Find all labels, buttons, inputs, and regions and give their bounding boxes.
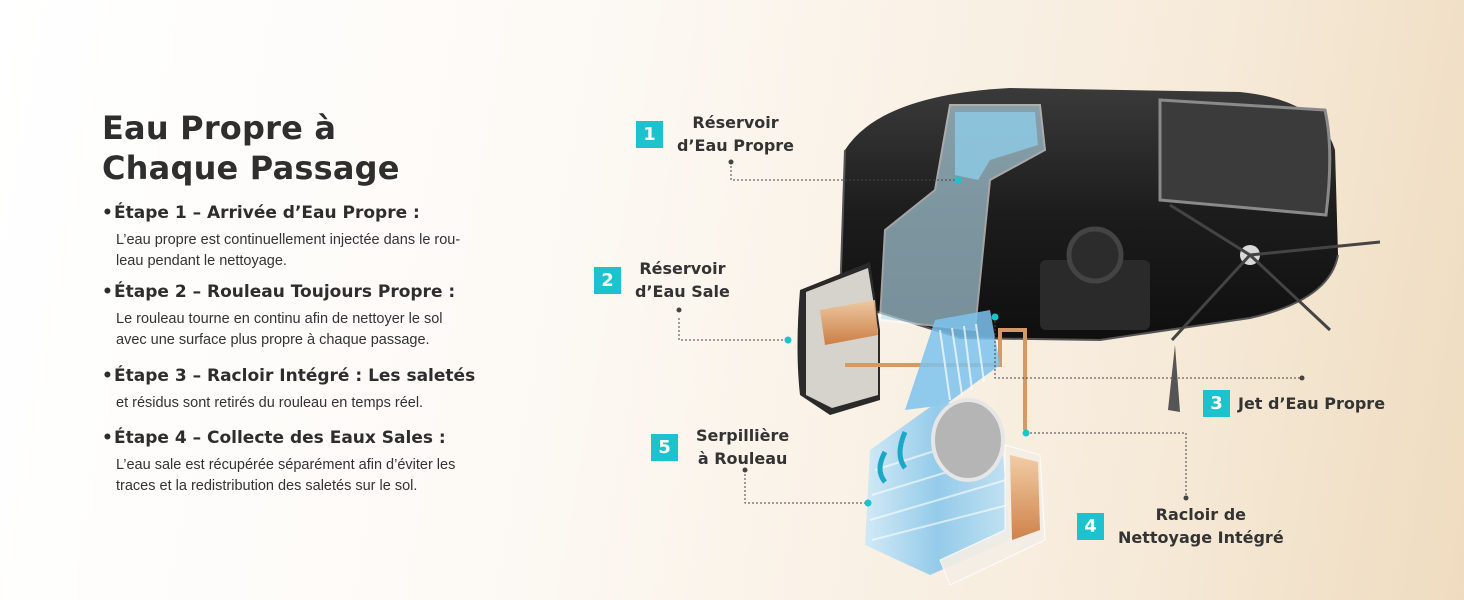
callout-number: 1 — [636, 120, 663, 148]
callout-label: Jet d’Eau Propre — [1238, 394, 1386, 413]
step-title: Étape 4 – Collecte des Eaux Sales : — [114, 428, 446, 448]
bullet: • — [102, 428, 113, 448]
step-2: •Étape 2 – Rouleau Toujours Propre : Le … — [102, 281, 542, 351]
water-jet-comb — [905, 310, 1000, 410]
callout-number: 5 — [651, 433, 678, 461]
step-title: Étape 1 – Arrivée d’Eau Propre : — [114, 203, 420, 223]
bullet: • — [102, 366, 113, 386]
callout-number: 3 — [1203, 390, 1230, 417]
title-line-1: Eau Propre à — [102, 109, 337, 147]
title-line-2: Chaque Passage — [102, 149, 400, 187]
step-description: L’eau sale est récupérée séparément afin… — [116, 457, 456, 494]
step-description: Le rouleau tourne en continu afin de net… — [116, 311, 443, 348]
step-1: •Étape 1 – Arrivée d’Eau Propre : L’eau … — [102, 202, 542, 272]
scraper-tray — [939, 444, 1046, 586]
step-title: Étape 2 – Rouleau Toujours Propre : — [114, 282, 456, 302]
callout-label: Racloir de Nettoyage Intégré — [1118, 505, 1284, 547]
callout-roller-mop: 5 Serpillière à Rouleau — [651, 424, 789, 470]
callout-dirty-water-tank: 2 Réservoir d’Eau Sale — [594, 257, 730, 303]
step-description: L’eau propre est continuellement injecté… — [116, 232, 461, 269]
page-title: Eau Propre à Chaque Passage — [102, 108, 400, 188]
leader-dots — [676, 159, 1305, 507]
callout-number: 2 — [594, 266, 621, 294]
step-4: •Étape 4 – Collecte des Eaux Sales : L’e… — [102, 427, 542, 497]
step-description: et résidus sont retirés du rouleau en te… — [116, 395, 424, 411]
callout-number: 4 — [1077, 512, 1104, 540]
bullet: • — [102, 282, 113, 302]
step-title: Étape 3 – Racloir Intégré : Les saletés — [114, 366, 476, 386]
step-3: •Étape 3 – Racloir Intégré : Les saletés… — [102, 365, 542, 414]
callout-label: Serpillière à Rouleau — [696, 426, 790, 468]
callout-label: Réservoir d’Eau Propre — [677, 113, 795, 155]
leader-lines — [678, 162, 1302, 504]
dirty-water-tank — [797, 262, 880, 415]
callout-clean-water-jet: 3 Jet d’Eau Propre — [1203, 390, 1385, 417]
callout-scraper: 4 Racloir de Nettoyage Intégré — [1077, 503, 1284, 549]
callout-label: Réservoir d’Eau Sale — [635, 259, 730, 301]
callout-clean-water-tank: 1 Réservoir d’Eau Propre — [636, 111, 794, 157]
bullet: • — [102, 203, 113, 223]
roller-mop — [865, 398, 1010, 575]
